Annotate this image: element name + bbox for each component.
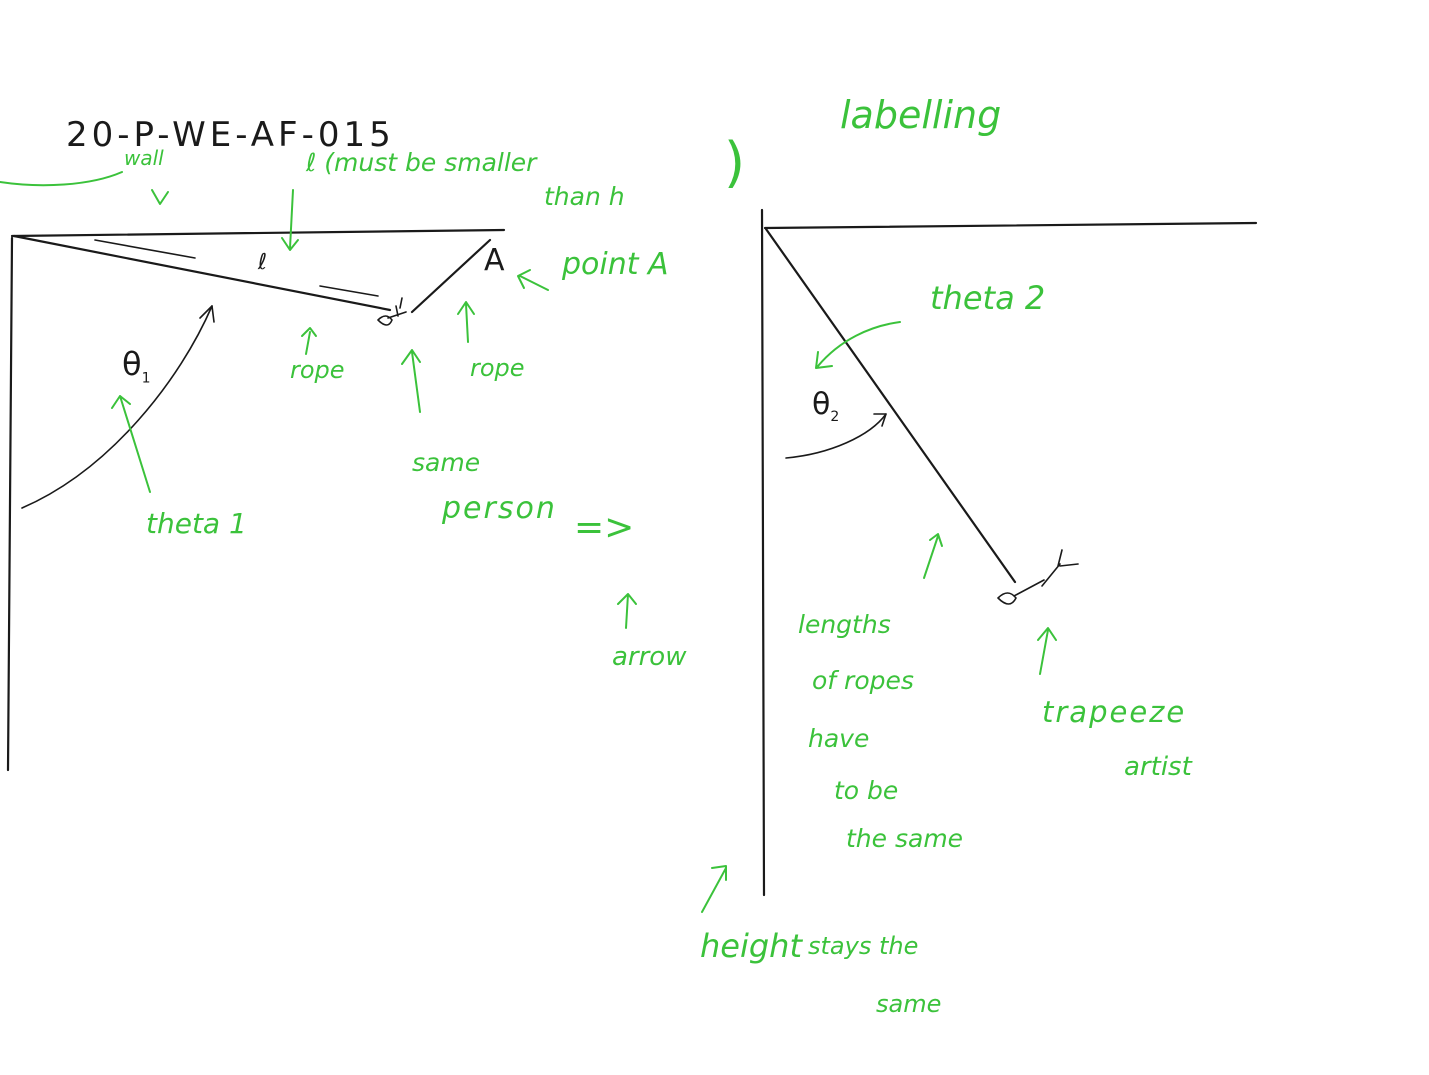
rope-label-left: rope	[290, 356, 345, 384]
artist-pointer-arrow	[1037, 627, 1057, 675]
length-note-line-1: ℓ (must be smaller	[306, 148, 537, 177]
left-second-rope-line	[410, 238, 492, 314]
right-theta-symbol: θ2	[812, 387, 840, 425]
height-note-line-3: same	[876, 990, 942, 1018]
wall-pointer-line	[0, 171, 123, 187]
arrow-pointer-arrow	[617, 593, 637, 629]
left-length-dash-1	[94, 239, 196, 259]
point-a-label: point A	[562, 247, 669, 282]
theta2-pointer-arrow	[815, 321, 901, 369]
artist-label-line-1: trapeeze	[1042, 695, 1187, 729]
left-ceiling-line	[10, 228, 506, 238]
right-wall-line	[760, 208, 766, 897]
ropes-note-line-5: the same	[846, 824, 964, 853]
ropes-note-line-2: of ropes	[812, 666, 914, 695]
right-theta2-arc	[785, 413, 887, 459]
left-theta1-arrowhead	[199, 305, 215, 323]
right-theta-glyph: θ	[812, 387, 831, 422]
right-rope-line	[764, 227, 1017, 584]
same-label: same	[412, 448, 481, 477]
rope-right-arrow	[457, 301, 475, 343]
ropes-note-arrow	[923, 533, 943, 579]
person-pointer-arrow	[401, 349, 421, 413]
wall-label: wall	[124, 146, 164, 170]
theta1-label: theta 1	[146, 507, 247, 540]
length-pointer-arrow	[281, 189, 299, 251]
theta1-pointer-arrow	[111, 395, 151, 493]
left-length-dash-2	[319, 285, 379, 297]
left-wall-line	[6, 236, 14, 772]
length-note-paren: )	[724, 131, 746, 194]
left-point-a-letter: A	[484, 243, 505, 278]
right-person-figure	[997, 549, 1079, 605]
artist-label-line-2: artist	[1124, 752, 1192, 782]
left-person-figure	[377, 297, 407, 326]
document-id-label: 20-P-WE-AF-015	[66, 115, 395, 155]
height-note-line-2: stays the	[808, 932, 919, 960]
arrow-glyph: =>	[574, 507, 635, 548]
left-rope-line	[12, 234, 392, 312]
left-figure-structure	[6, 228, 506, 772]
rope-left-arrow	[301, 327, 317, 355]
wall-arrowhead	[151, 189, 169, 205]
annotation-strokes	[0, 171, 1057, 913]
left-rope-length-symbol: ℓ	[258, 250, 268, 275]
person-label: person	[442, 491, 557, 526]
length-note-line-2: than h	[544, 182, 625, 211]
right-theta2-arrowhead	[873, 413, 887, 427]
right-figure-structure	[760, 208, 1258, 897]
theta2-label: theta 2	[930, 279, 1046, 317]
right-ceiling-line	[763, 221, 1258, 230]
arrow-label: arrow	[612, 642, 687, 672]
ropes-note-line-4: to be	[834, 776, 899, 805]
left-theta-glyph: θ	[122, 345, 142, 383]
ropes-note-line-3: have	[808, 724, 870, 753]
labelling-heading: labelling	[840, 93, 1002, 137]
ropes-note-line-1: lengths	[798, 610, 891, 639]
left-theta1-arc	[21, 305, 213, 509]
right-theta-subscript: 2	[830, 409, 840, 425]
height-note-line-1: height	[700, 927, 802, 965]
left-theta-subscript: 1	[141, 370, 151, 387]
left-theta-symbol: θ1	[122, 348, 151, 385]
point-a-arrow	[517, 269, 549, 291]
height-pointer-arrow	[701, 865, 727, 913]
rope-label-right: rope	[470, 354, 525, 382]
